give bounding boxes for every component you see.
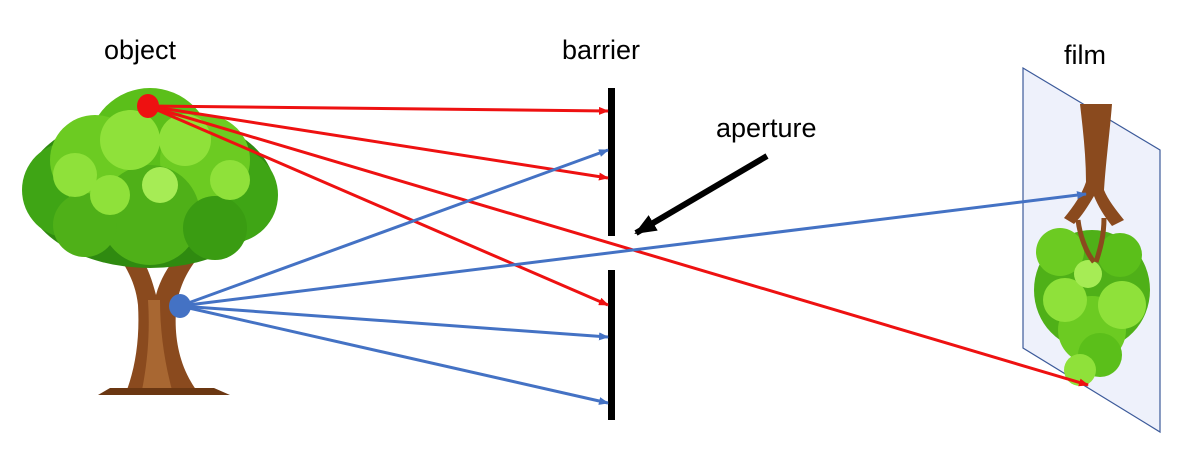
- red-ray-through-aperture: [147, 104, 1089, 387]
- object-label: object: [104, 35, 177, 65]
- film: [1022, 66, 1161, 434]
- blue-source-point: [169, 294, 191, 318]
- inverted-tree-icon: [1034, 104, 1150, 386]
- barrier-upper: [608, 88, 615, 236]
- film-label: film: [1064, 40, 1106, 70]
- aperture-label: aperture: [716, 113, 817, 143]
- barrier: [608, 88, 615, 420]
- red-ray-1: [147, 104, 609, 115]
- red-ray-3: [147, 104, 609, 307]
- blue-ray-through-aperture: [179, 191, 1087, 308]
- aperture-arrow: [634, 153, 769, 236]
- red-source-point: [137, 94, 159, 118]
- red-ray-2: [147, 104, 609, 181]
- red-rays: [147, 104, 1089, 387]
- tree-canopy: [22, 88, 278, 268]
- barrier-lower: [608, 270, 615, 420]
- blue-ray-3: [179, 304, 609, 405]
- blue-ray-2: [179, 304, 609, 341]
- blue-ray-1: [179, 148, 609, 308]
- tree-icon: [22, 88, 278, 395]
- barrier-label: barrier: [562, 35, 641, 65]
- blue-rays: [179, 148, 1087, 405]
